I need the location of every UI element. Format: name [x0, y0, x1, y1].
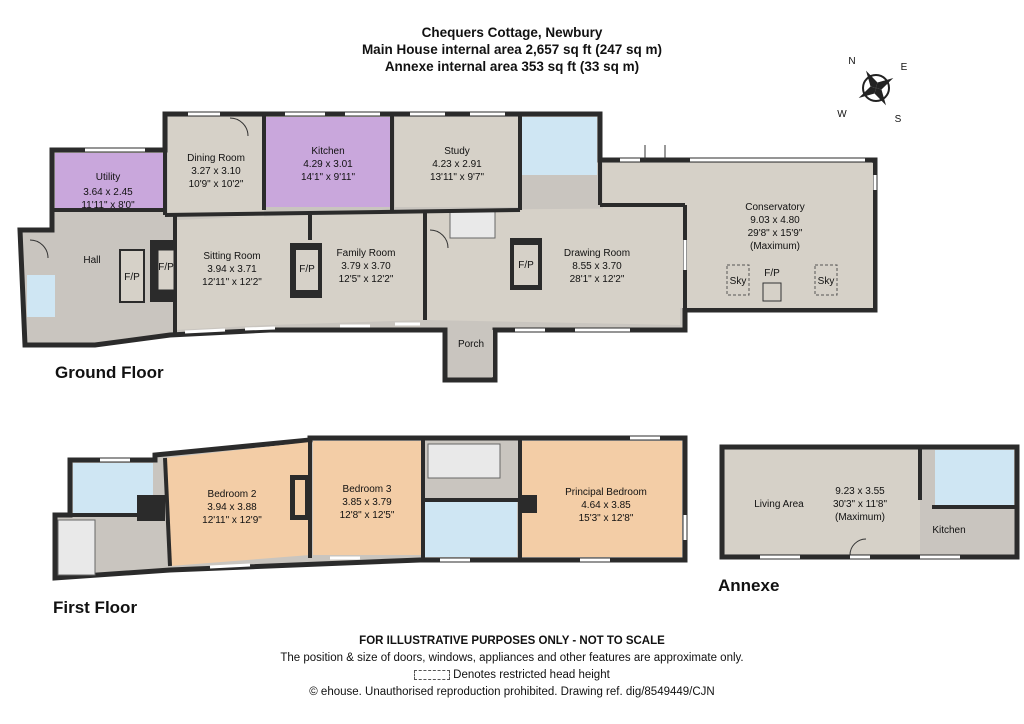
copyright-text: © ehouse. Unauthorised reproduction proh…: [309, 686, 715, 698]
dining-name: Dining Room: [187, 153, 245, 164]
annexe-max: (Maximum): [835, 512, 885, 523]
bedroom2-name: Bedroom 2: [208, 489, 257, 500]
compass-w: W: [837, 109, 847, 120]
study-metric: 4.23 x 2.91: [432, 159, 482, 170]
dining-imperial: 10'9" x 10'2": [189, 179, 244, 190]
plan-title: Chequers Cottage, Newbury: [421, 25, 603, 40]
utility-room: [55, 153, 165, 208]
disclaimer-text: The position & size of doors, windows, a…: [280, 652, 744, 664]
compass-e: E: [901, 62, 908, 73]
principal-name: Principal Bedroom: [565, 487, 647, 498]
bedroom2-metric: 3.94 x 3.88: [207, 502, 257, 513]
restricted-height-text: Denotes restricted head height: [453, 669, 610, 681]
fp-hall: F/P: [124, 272, 140, 283]
family-name: Family Room: [337, 248, 396, 259]
study-imperial: 13'11" x 9'7": [430, 172, 485, 183]
fp-sitting: F/P: [158, 262, 174, 273]
conservatory-metric: 9.03 x 4.80: [750, 215, 800, 226]
drawing-imperial: 28'1" x 12'2": [570, 274, 625, 285]
dining-metric: 3.27 x 3.10: [191, 166, 241, 177]
drawing-metric: 8.55 x 3.70: [572, 261, 622, 272]
annexe-label: Annexe: [718, 576, 780, 595]
kitchen-room: [264, 117, 392, 207]
annexe-metric: 9.23 x 3.55: [835, 486, 885, 497]
ground-bathroom: [520, 117, 597, 175]
compass-s: S: [895, 114, 902, 125]
sky-right: Sky: [818, 276, 835, 287]
main-house-area: Main House internal area 2,657 sq ft (24…: [361, 42, 663, 57]
study-room: [395, 117, 520, 207]
kitchen-name: Kitchen: [311, 146, 344, 157]
conservatory-imperial: 29'8" x 15'9": [748, 228, 803, 239]
fp-drawing: F/P: [518, 260, 534, 271]
principal-metric: 4.64 x 3.85: [581, 500, 631, 511]
bedroom3-metric: 3.85 x 3.79: [342, 497, 392, 508]
family-imperial: 12'5" x 12'2": [339, 274, 394, 285]
dashed-box-icon: [414, 669, 451, 680]
compass-icon: N E S W: [837, 56, 907, 125]
porch-name: Porch: [458, 339, 484, 350]
ground-stairs: [449, 209, 496, 239]
ground-floor-label: Ground Floor: [55, 363, 164, 382]
annexe-kitchen-name: Kitchen: [932, 525, 965, 536]
annexe-area: Annexe internal area 353 sq ft (33 sq m): [384, 59, 640, 74]
bedroom3-imperial: 12'8" x 12'5": [340, 510, 395, 521]
first-floor-plan: Bedroom 2 3.94 x 3.88 12'11" x 12'9" Bed…: [52, 435, 688, 581]
sky-left: Sky: [730, 276, 747, 287]
ground-floor-plan: Utility 3.64 x 2.45 11'11" x 8'0" Dining…: [17, 111, 878, 383]
utility-name: Utility: [96, 172, 120, 183]
sitting-metric: 3.94 x 3.71: [207, 264, 257, 275]
fp-family: F/P: [299, 264, 315, 275]
disclaimer-heading: FOR ILLUSTRATIVE PURPOSES ONLY - NOT TO …: [359, 635, 665, 647]
conservatory-room: [603, 163, 873, 308]
bedroom2-imperial: 12'11" x 12'9": [202, 515, 262, 526]
ground-wc: [27, 275, 55, 317]
study-name: Study: [444, 146, 470, 157]
conservatory-name: Conservatory: [745, 202, 804, 213]
hall-name: Hall: [83, 255, 100, 266]
principal-imperial: 15'3" x 12'8": [579, 513, 634, 524]
restricted-height-legend: Denotes restricted head height: [0, 667, 1024, 683]
bedroom3-name: Bedroom 3: [343, 484, 392, 495]
ground-reception-area: [175, 208, 680, 330]
annexe-living-name: Living Area: [754, 499, 804, 510]
utility-metric: 3.64 x 2.45: [83, 187, 133, 198]
conservatory-max: (Maximum): [750, 241, 800, 252]
fp-conservatory: F/P: [764, 268, 780, 279]
kitchen-metric: 4.29 x 3.01: [303, 159, 353, 170]
porch-room: [448, 330, 493, 377]
compass-n: N: [848, 56, 855, 67]
family-metric: 3.79 x 3.70: [341, 261, 391, 272]
annexe-plan: Living Area 9.23 x 3.55 30'3" x 11'8" (M…: [719, 444, 1020, 560]
kitchen-imperial: 14'1" x 9'11": [301, 172, 356, 183]
annexe-imperial: 30'3" x 11'8": [833, 499, 888, 510]
sitting-name: Sitting Room: [203, 251, 260, 262]
first-floor-label: First Floor: [53, 598, 138, 617]
utility-imperial: 11'11" x 8'0": [81, 200, 135, 211]
sitting-imperial: 12'11" x 12'2": [202, 277, 262, 288]
drawing-name: Drawing Room: [564, 248, 630, 259]
